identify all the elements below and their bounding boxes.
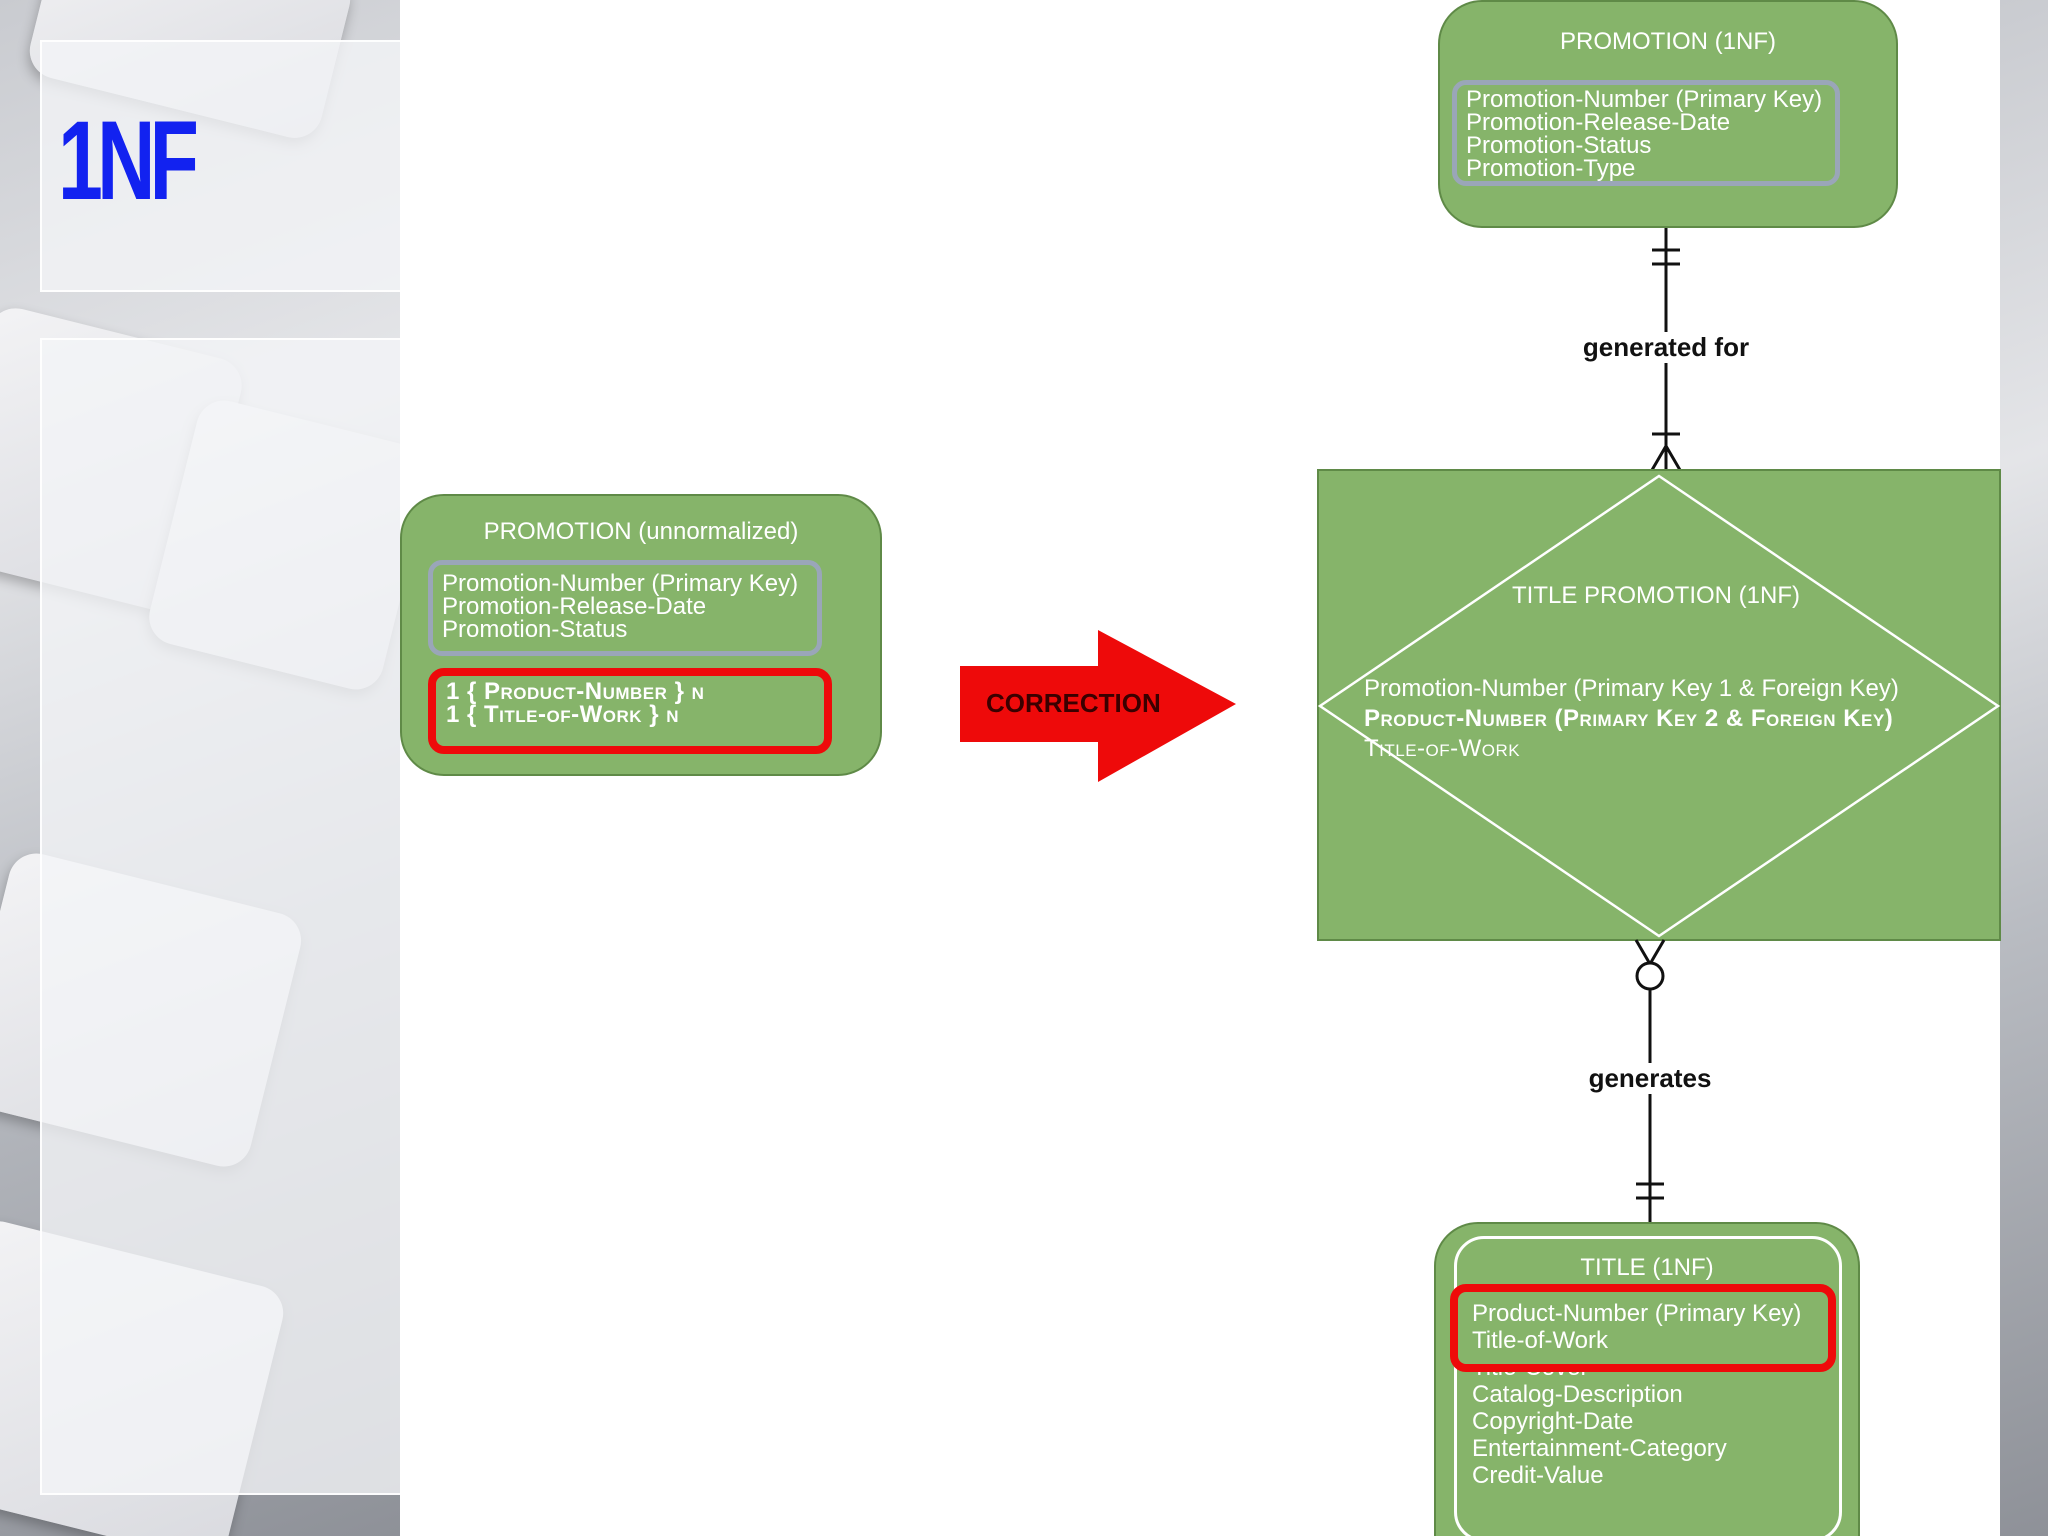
attribute: Product-Number (Primary Key) (1472, 1300, 1802, 1327)
promotion-1nf-entity: PROMOTION (1NF) Promotion-Number (Primar… (1438, 0, 1898, 228)
crows-foot-bottom (1634, 939, 1666, 967)
key-attribute-list: Product-Number (Primary Key) Title-of-Wo… (1472, 1300, 1801, 1354)
title-promotion-title: TITLE PROMOTION (1NF) (1512, 582, 1800, 609)
title-promotion-attributes: Promotion-Number (Primary Key 1 & Foreig… (1364, 674, 1899, 764)
correction-arrow (960, 630, 1236, 782)
primary-key-highlight (1450, 1284, 1836, 1372)
crows-foot-top (1650, 443, 1682, 471)
attribute: Entertainment-Category (1472, 1435, 1727, 1462)
attribute: Promotion-Type (1466, 155, 1636, 182)
entity-title: PROMOTION (1NF) (1560, 28, 1776, 55)
attribute: Catalog-Description (1472, 1381, 1683, 1408)
attribute: Product-Number (Primary Key 2 & Foreign … (1364, 705, 1894, 732)
entity-title: TITLE (1NF) (1580, 1254, 1714, 1281)
relationship-label-generates: generates (1570, 1063, 1730, 1094)
attribute: Promotion-Release-Date (442, 593, 707, 620)
primary-key-highlight (1452, 80, 1840, 186)
attribute: Promotion-Release-Date (1466, 109, 1731, 136)
keyboard-background-right (2000, 0, 2048, 1536)
slide-title: 1NF (58, 98, 199, 223)
repeating-group-highlight (428, 668, 832, 754)
primary-key-highlight (428, 560, 822, 656)
attribute: Title-of-Work (1472, 1327, 1609, 1354)
repeating-group: 1 { Title-of-Work } n (446, 701, 679, 728)
promotion-unnormalized-entity: PROMOTION (unnormalized) Promotion-Numbe… (400, 494, 882, 776)
attribute-list: Promotion-Number (Primary Key) Promotion… (442, 570, 799, 643)
attribute: Promotion-Status (1466, 132, 1652, 159)
entity-inner-border (1454, 1236, 1842, 1536)
attribute-list: Promotion-Number (Primary Key) Promotion… (1466, 86, 1823, 182)
title-1nf-entity: TITLE (1NF) Product-Number (Primary Key)… (1434, 1222, 1860, 1536)
attribute: Promotion-Number (Primary Key 1 & Foreig… (1364, 675, 1899, 702)
relationship-label-generated-for: generated for (1566, 332, 1766, 363)
repeating-group: 1 { Product-Number } n (446, 678, 705, 705)
attribute: Promotion-Status (442, 616, 628, 643)
correction-label: CORRECTION (986, 688, 1161, 718)
title-panel (40, 40, 404, 292)
attribute: Copyright-Date (1472, 1408, 1634, 1435)
cardinality-zero-mark (1635, 961, 1665, 991)
attribute: Title-of-Work (1364, 735, 1521, 762)
title-promotion-box (1317, 469, 2001, 941)
entity-title: PROMOTION (unnormalized) (483, 518, 799, 545)
repeating-group-list: 1 { Product-Number } n 1 { Title-of-Work… (446, 678, 705, 728)
attribute: Credit-Value (1472, 1462, 1604, 1489)
title-promotion-diamond (1317, 474, 2001, 938)
attribute: Promotion-Number (Primary Key) (1466, 86, 1823, 113)
attribute: Promotion-Number (Primary Key) (442, 570, 799, 597)
